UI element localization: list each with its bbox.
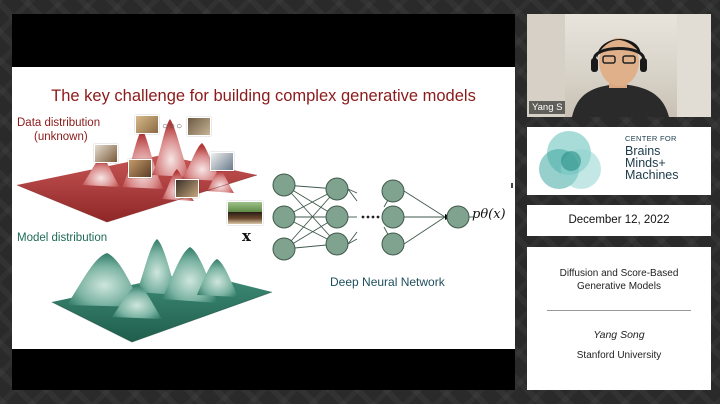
- speaker-name: Yang Song: [593, 329, 645, 341]
- model-output-label: pθ(x): [472, 207, 506, 222]
- dog-photo-thumbnail: [175, 179, 199, 198]
- hidden-neuron: [381, 232, 405, 256]
- dog-photo-thumbnail: [128, 159, 152, 178]
- mouse-cursor: [511, 183, 513, 188]
- input-neuron: [272, 205, 296, 229]
- cbmm-wordmark: CENTER FOR Brains Minds+ Machines: [625, 135, 679, 181]
- deep-neural-network-diagram: [272, 173, 474, 261]
- data-distribution-sublabel: (unknown): [34, 131, 88, 143]
- talk-info-panel: Diffusion and Score-Based Generative Mod…: [527, 247, 711, 390]
- data-distribution-label: Data distribution: [17, 117, 101, 129]
- talk-title: Diffusion and Score-Based Generative Mod…: [527, 267, 711, 293]
- ellipsis-dots: ○○○: [162, 121, 184, 132]
- participant-video: [527, 14, 711, 117]
- date-panel: December 12, 2022: [527, 205, 711, 236]
- participant-name: Yang S: [529, 101, 566, 114]
- hidden-neuron: [381, 179, 405, 203]
- cbmm-brains: Brains: [625, 143, 661, 158]
- hidden-neuron: [325, 232, 349, 256]
- x-symbol: x: [242, 227, 251, 245]
- hidden-neuron: [381, 205, 405, 229]
- divider: [547, 310, 691, 311]
- dog-photo-thumbnail: [187, 117, 211, 136]
- cbmm-center-for: CENTER FOR: [625, 134, 677, 143]
- dog-photo-thumbnail: [94, 144, 118, 163]
- hidden-neuron: [325, 205, 349, 229]
- sample-dog-image: [227, 201, 263, 225]
- slide-title: The key challenge for building complex g…: [51, 87, 476, 105]
- model-distribution-surface: [51, 239, 273, 343]
- input-neuron: [272, 173, 296, 197]
- hidden-neuron: [325, 177, 349, 201]
- talk-title-line1: Diffusion and Score-Based: [559, 268, 679, 279]
- cbmm-logo-icon: [539, 131, 601, 189]
- presentation-slide: The key challenge for building complex g…: [12, 67, 515, 349]
- cbmm-machines: Machines: [625, 167, 679, 182]
- speaker-affiliation: Stanford University: [576, 350, 662, 361]
- model-distribution-label: Model distribution: [17, 232, 108, 244]
- dog-photo-thumbnail: [135, 115, 159, 134]
- output-neuron: [446, 205, 470, 229]
- distribution-surfaces: [16, 119, 273, 343]
- dog-photo-thumbnail: [210, 152, 234, 171]
- network-label: Deep Neural Network: [330, 275, 445, 289]
- event-date: December 12, 2022: [568, 214, 670, 226]
- participant-video-tile[interactable]: Yang S: [527, 14, 711, 117]
- cbmm-logo-panel: CENTER FOR Brains Minds+ Machines: [527, 127, 711, 195]
- cbmm-minds: Minds+: [625, 155, 666, 170]
- talk-title-line2: Generative Models: [577, 281, 661, 292]
- input-neuron: [272, 237, 296, 261]
